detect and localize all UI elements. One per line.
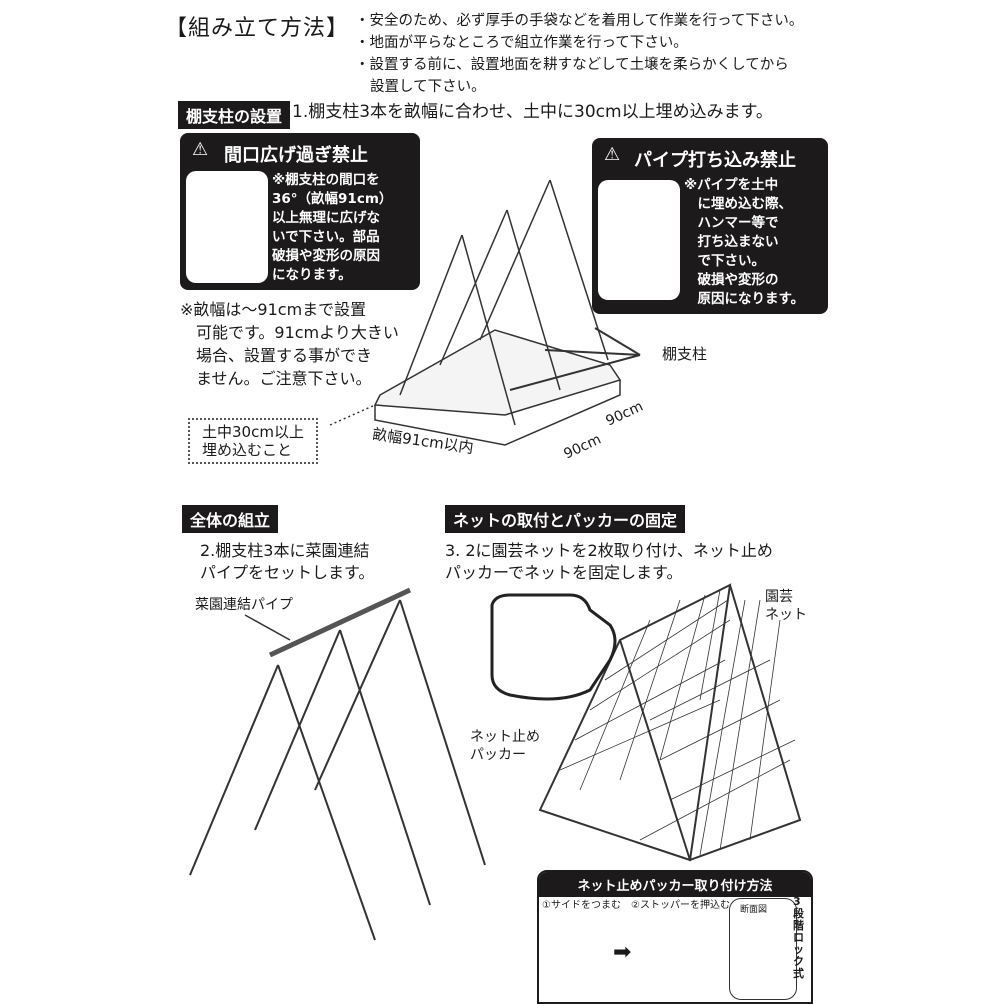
packer-howto-panel: ネット止めパッカー取り付け方法 ①サイドをつまむ ②ストッパーを押込む ➡ 断面… (537, 870, 813, 1004)
step2-text: 2.棚支柱3本に菜園連結 パイプをセットします。 (200, 541, 375, 582)
note-gloves: ・安全のため、必ず厚手の手袋などを着用して作業を行って下さい。 (355, 13, 804, 29)
width-note: ※畝幅は～91cmまで設置 可能です。91cmより大きい 場合、設置する事ができ… (180, 300, 399, 388)
arrow-right-icon: ➡ (613, 940, 632, 965)
warning-icon: ⚠ (192, 139, 209, 160)
step1-text: 1.棚支柱3本を畝幅に合わせ、土中に30cm以上埋め込みます。 (292, 102, 773, 122)
step2-tag: 全体の組立 (182, 505, 279, 533)
warning-body: ※パイプを土中 に埋め込む際、 ハンマー等で 打ち込まない で下さい。 破損や変… (684, 177, 805, 307)
note-soften-soil: ・設置する前に、設置地面を耕すなどして土壌を柔らかくしてから (355, 57, 789, 73)
bury-note: 土中30cm以上 埋め込むこと (188, 418, 318, 464)
hammer-illustration (598, 180, 680, 300)
step1-tag: 棚支柱の設置 (178, 101, 291, 129)
net-label: 園芸 ネット (765, 589, 807, 623)
howto-title: ネット止めパッカー取り付け方法 (539, 872, 811, 897)
note-soften-soil-cont: 設置して下さい。 (370, 79, 486, 95)
packer-label: ネット止め パッカー (470, 729, 540, 763)
warning-no-hammering: ⚠ パイプ打ち込み禁止 ※パイプを土中 に埋め込む際、 ハンマー等で 打ち込まな… (592, 138, 828, 314)
pole-label: 棚支柱 (662, 345, 708, 363)
warning-opening-width: ⚠ 間口広げ過ぎ禁止 ※棚支柱の間口を 36°（畝幅91cm） 以上無理に広げな… (180, 133, 420, 290)
warning-body: ※棚支柱の間口を 36°（畝幅91cm） 以上無理に広げな いで下さい。部品 破… (272, 172, 393, 283)
step3-tag: ネットの取付とパッカーの固定 (445, 505, 686, 533)
howto-step2: ②ストッパーを押込む (631, 900, 730, 911)
section-label: 断面図 (740, 905, 768, 915)
opening-illustration (186, 171, 268, 283)
pipe-label: 菜園連結パイプ (195, 597, 293, 613)
warning-title: 間口広げ過ぎ禁止 (224, 145, 368, 166)
step3-text: 3. 2に園芸ネットを2枚取り付け、ネット止め パッカーでネットを固定します。 (445, 541, 773, 582)
note-flat-ground: ・地面が平らなところで組立作業を行って下さい。 (355, 35, 688, 51)
step3-net-drawing (490, 583, 802, 862)
cross-section-box: 断面図 (729, 898, 797, 1000)
step2-frame-drawing (189, 587, 486, 941)
lock-label: 3 段 階 ロ ッ ク 式 (793, 895, 804, 980)
warning-icon: ⚠ (604, 144, 621, 165)
step1-frame-drawing (329, 179, 641, 446)
page-title: 【組み立て方法】 (165, 16, 350, 41)
warning-title: パイプ打ち込み禁止 (634, 150, 796, 171)
howto-step1: ①サイドをつまむ (542, 900, 621, 911)
